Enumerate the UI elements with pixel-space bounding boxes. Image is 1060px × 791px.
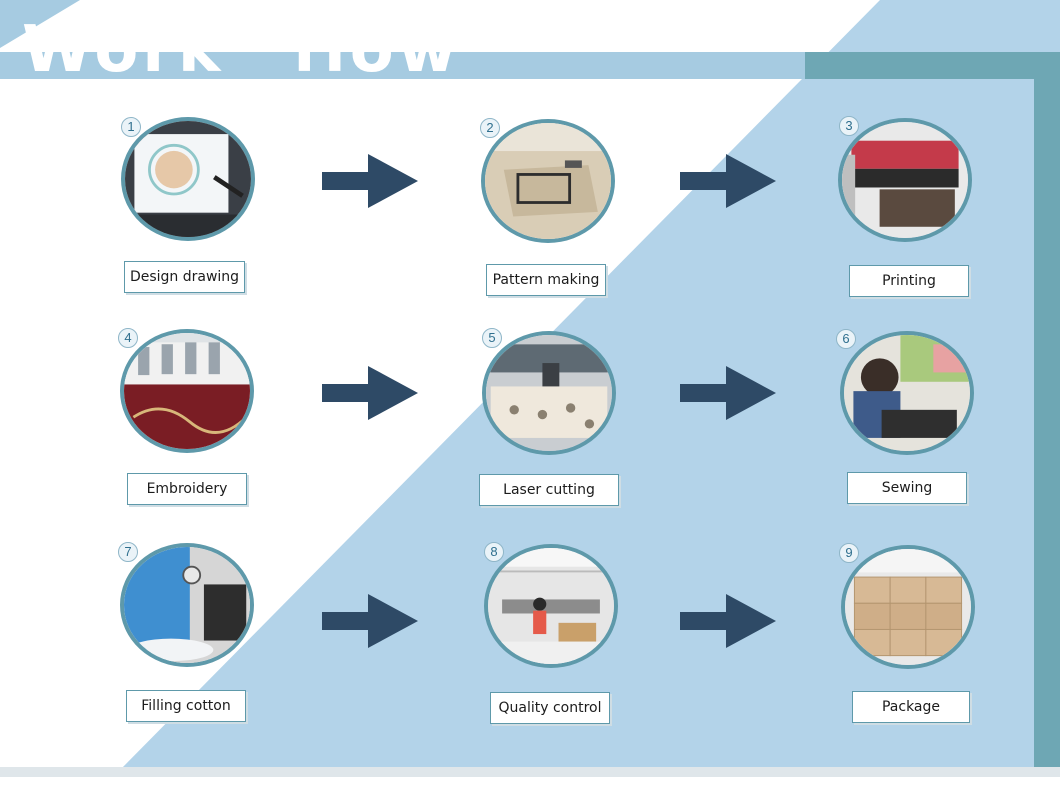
step-label: Quality control [490, 692, 610, 724]
step-label: Package [852, 691, 970, 723]
step-number-badge: 2 [480, 118, 500, 138]
step-label: Sewing [847, 472, 967, 504]
step-label: Filling cotton [126, 690, 246, 722]
right-arrow-icon [680, 594, 776, 648]
right-arrow-icon [680, 366, 776, 420]
right-arrow-icon [322, 594, 418, 648]
title-work: Work [22, 13, 225, 87]
step-number-badge: 4 [118, 328, 138, 348]
step-number-badge: 3 [839, 116, 859, 136]
bottom-strip [0, 767, 1060, 777]
laser-cutting-photo [482, 331, 616, 455]
title-flow: flow [292, 13, 461, 87]
right-arrow-icon [322, 366, 418, 420]
filling-cotton-photo [120, 543, 254, 667]
step-number-badge: 6 [836, 329, 856, 349]
right-arrow-icon [680, 154, 776, 208]
step-label: Pattern making [486, 264, 606, 296]
package-photo [841, 545, 975, 669]
right-arrow-icon [322, 154, 418, 208]
design-drawing-photo [121, 117, 255, 241]
step-number-badge: 9 [839, 543, 859, 563]
sewing-photo [840, 331, 974, 455]
step-number-badge: 5 [482, 328, 502, 348]
printing-photo [838, 118, 972, 242]
step-number-badge: 1 [121, 117, 141, 137]
step-label: Design drawing [124, 261, 245, 293]
embroidery-photo [120, 329, 254, 453]
step-label: Embroidery [127, 473, 247, 505]
step-number-badge: 8 [484, 542, 504, 562]
step-label: Printing [849, 265, 969, 297]
step-number-badge: 7 [118, 542, 138, 562]
step-label: Laser cutting [479, 474, 619, 506]
pattern-making-photo [481, 119, 615, 243]
quality-control-photo [484, 544, 618, 668]
